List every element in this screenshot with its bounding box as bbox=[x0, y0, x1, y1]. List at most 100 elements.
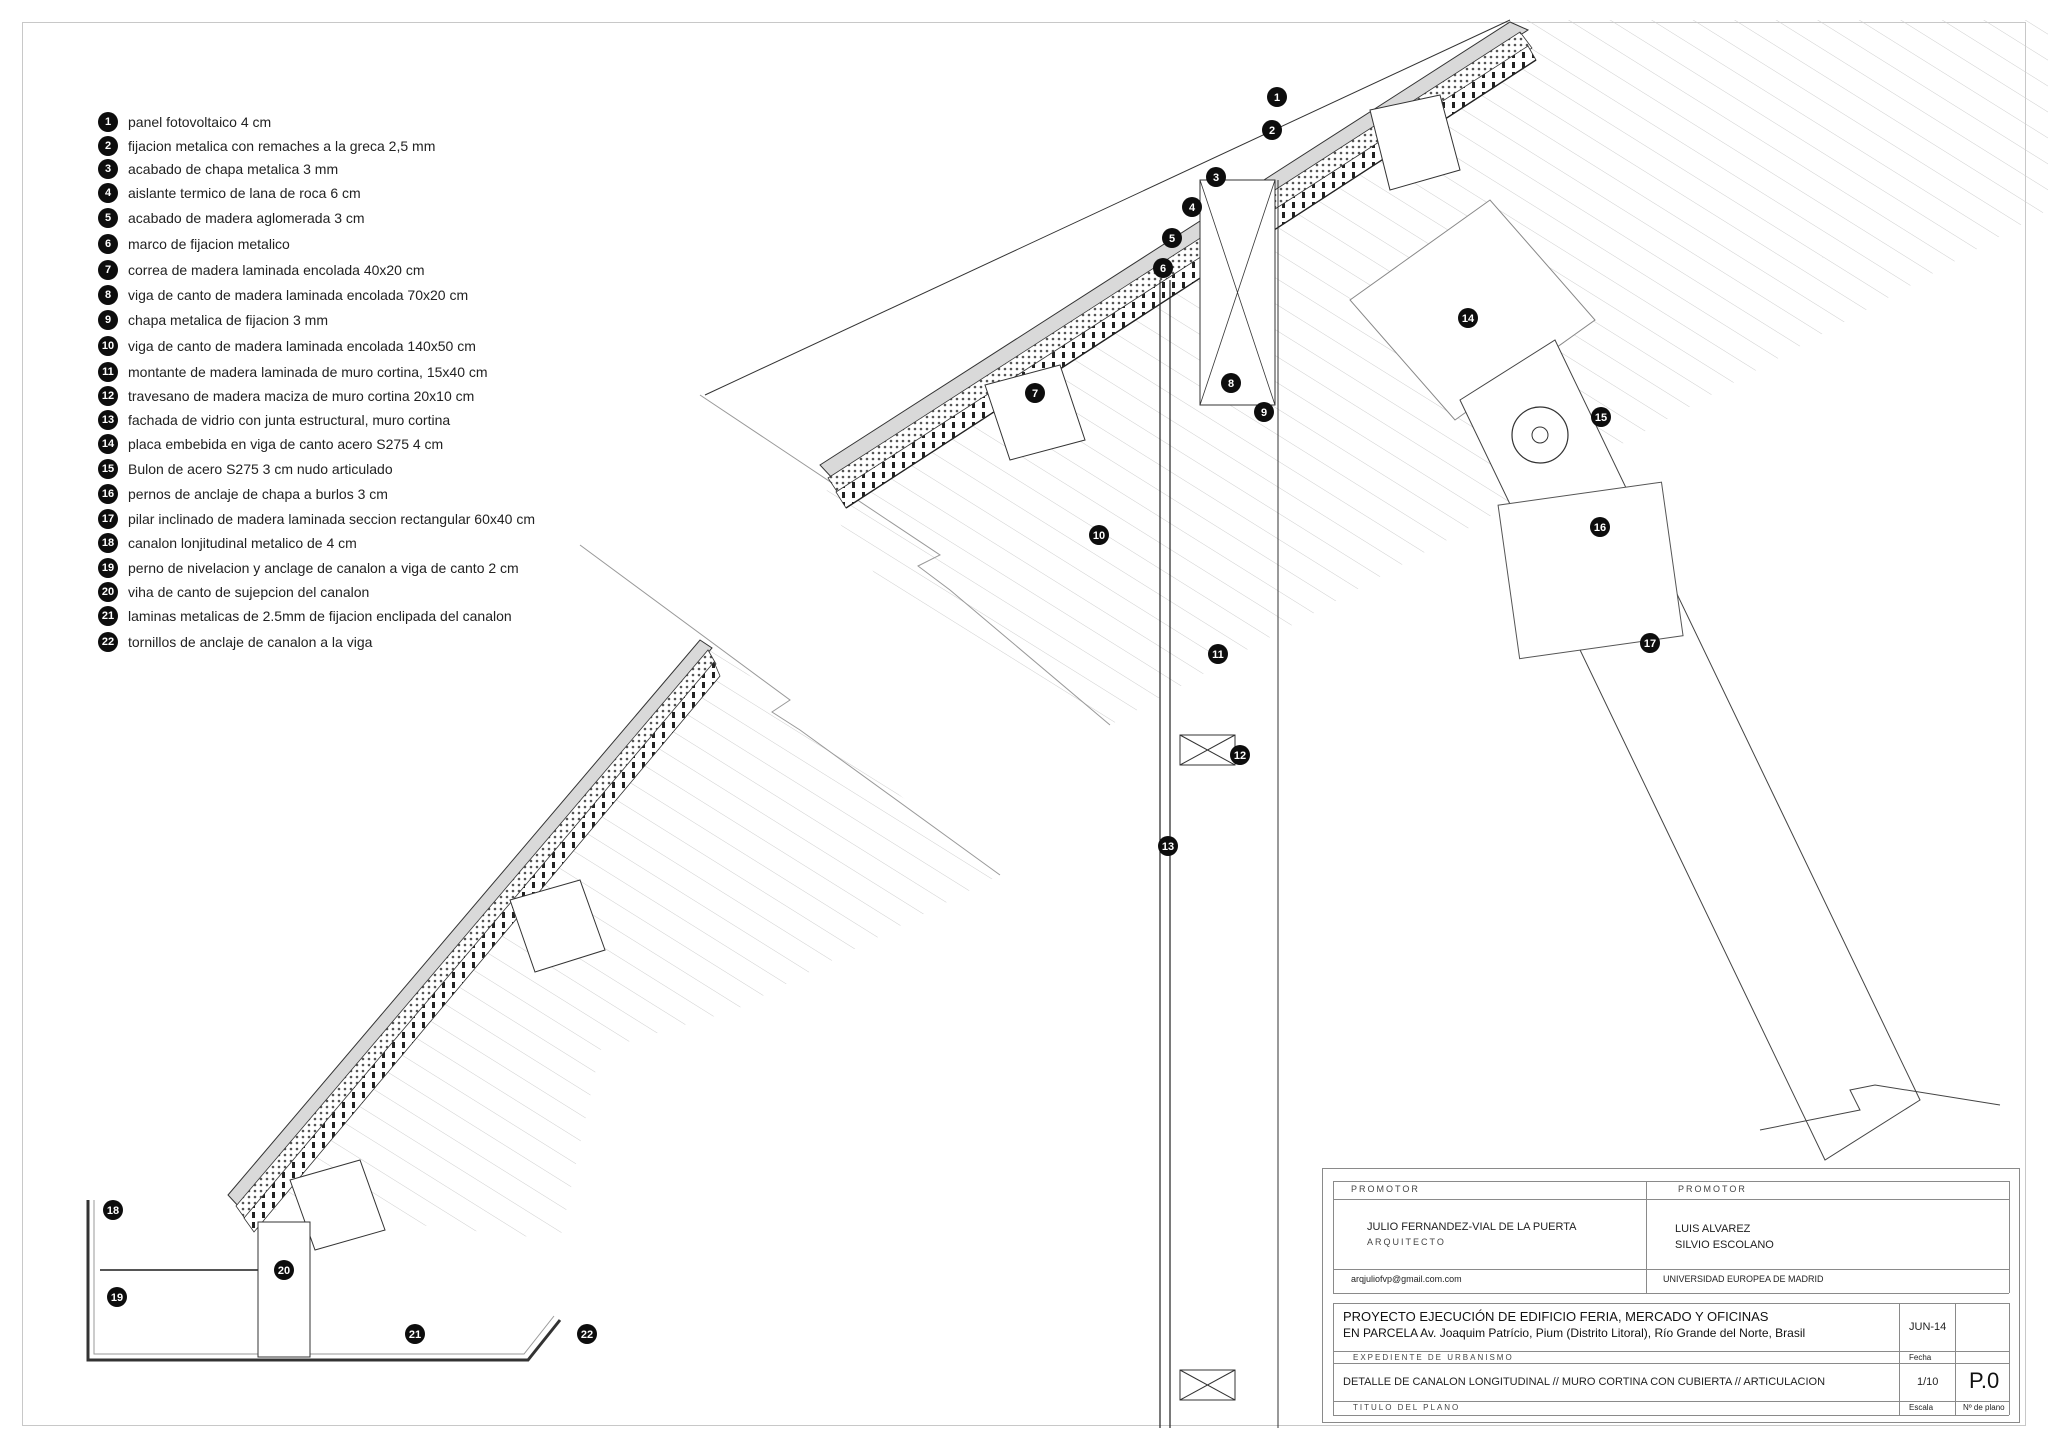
legend-text: tornillos de anclaje de canalon a la vig… bbox=[128, 634, 373, 650]
callout-dot bbox=[1590, 517, 1610, 537]
callout-dot bbox=[1162, 228, 1182, 248]
legend-text: fachada de vidrio con junta estructural,… bbox=[128, 412, 451, 428]
callout-dot bbox=[1254, 402, 1274, 422]
date: JUN-14 bbox=[1909, 1321, 1947, 1333]
legend-number-badge: 18 bbox=[98, 533, 118, 553]
architect-name: JULIO FERNANDEZ-VIAL DE LA PUERTA bbox=[1367, 1221, 1577, 1233]
legend-item: 15 Bulon de acero S275 3 cm nudo articula… bbox=[98, 455, 393, 483]
legend-text: canalon lonjitudinal metalico de 4 cm bbox=[128, 535, 357, 551]
legend-text: viga de canto de madera laminada encolad… bbox=[128, 338, 476, 354]
callout-marker: 8 bbox=[1221, 373, 1241, 393]
callout-dot bbox=[1208, 644, 1228, 664]
beam-8 bbox=[1199, 179, 1276, 406]
legend-number-badge: 5 bbox=[98, 208, 118, 228]
legend-number-badge: 4 bbox=[98, 183, 118, 203]
project-line-2: EN PARCELA Av. Joaquim Patrício, Pium (D… bbox=[1343, 1326, 1806, 1340]
promotor-name-2: SILVIO ESCOLANO bbox=[1675, 1239, 1774, 1251]
callout-label: 2 bbox=[1269, 125, 1275, 137]
callout-dot bbox=[1182, 197, 1202, 217]
callout-dot bbox=[1221, 373, 1241, 393]
callout-marker: 4 bbox=[1182, 197, 1202, 217]
callout-dot bbox=[1025, 383, 1045, 403]
callout-marker: 22 bbox=[577, 1324, 597, 1344]
legend-number-badge: 9 bbox=[98, 310, 118, 330]
callout-marker: 15 bbox=[1591, 407, 1611, 427]
callout-label: 19 bbox=[111, 1292, 123, 1304]
legend-text: laminas metalicas de 2.5mm de fijacion e… bbox=[128, 608, 512, 624]
legend-item: 8 viga de canto de madera laminada encola… bbox=[98, 281, 468, 309]
callout-label: 7 bbox=[1032, 388, 1038, 400]
expediente-label: EXPEDIENTE DE URBANISMO bbox=[1353, 1353, 1514, 1362]
callout-marker: 19 bbox=[107, 1287, 127, 1307]
callout-label: 8 bbox=[1228, 378, 1234, 390]
callout-dot bbox=[1458, 308, 1478, 328]
legend-text: viga de canto de madera laminada encolad… bbox=[128, 287, 469, 303]
legend-number-badge: 22 bbox=[98, 632, 118, 652]
legend-text: placa embebida en viga de canto acero S2… bbox=[128, 436, 444, 452]
callout-marker: 7 bbox=[1025, 383, 1045, 403]
callout-marker: 9 bbox=[1254, 402, 1274, 422]
callout-marker: 6 bbox=[1153, 258, 1173, 278]
legend-text: fijacion metalica con remaches a la grec… bbox=[128, 138, 436, 154]
purlin-brackets bbox=[289, 94, 1461, 1251]
callout-dot bbox=[1230, 745, 1250, 765]
callout-dot bbox=[274, 1260, 294, 1280]
callout-label: 3 bbox=[1213, 172, 1219, 184]
callout-label: 5 bbox=[1169, 233, 1175, 245]
legend-text: pilar inclinado de madera laminada secci… bbox=[128, 511, 536, 527]
callout-dot bbox=[1206, 167, 1226, 187]
legend-item: 9 chapa metalica de fijacion 3 mm bbox=[98, 306, 328, 334]
callout-label: 6 bbox=[1160, 263, 1166, 275]
callout-marker: 11 bbox=[1208, 644, 1228, 664]
legend-item: 5 acabado de madera aglomerada 3 cm bbox=[98, 204, 365, 232]
promotor-name-1: LUIS ALVAREZ bbox=[1675, 1223, 1751, 1235]
legend-item: 14 placa embebida en viga de canto acero … bbox=[98, 430, 443, 458]
project-line-1: PROYECTO EJECUCIÓN DE EDIFICIO FERIA, ME… bbox=[1343, 1309, 1769, 1324]
callout-label: 13 bbox=[1162, 841, 1174, 853]
callout-dot bbox=[1640, 633, 1660, 653]
callout-marker: 16 bbox=[1590, 517, 1610, 537]
legend-number-badge: 21 bbox=[98, 606, 118, 626]
legend-number-badge: 7 bbox=[98, 260, 118, 280]
callout-dot bbox=[107, 1287, 127, 1307]
legend-number-badge: 14 bbox=[98, 434, 118, 454]
email: arqjuliofvp@gmail.com.com bbox=[1351, 1274, 1462, 1284]
university: UNIVERSIDAD EUROPEA DE MADRID bbox=[1663, 1274, 1824, 1284]
callout-dot bbox=[1153, 258, 1173, 278]
legend-text: perno de nivelacion y anclage de canalon… bbox=[128, 560, 519, 576]
legend-item: 22 tornillos de anclaje de canalon a la v… bbox=[98, 628, 372, 656]
callout-dot bbox=[1158, 836, 1178, 856]
legend-text: Bulon de acero S275 3 cm nudo articulado bbox=[128, 461, 393, 477]
legend-text: chapa metalica de fijacion 3 mm bbox=[128, 312, 328, 328]
legend-text: acabado de madera aglomerada 3 cm bbox=[128, 210, 365, 226]
legend-number-badge: 10 bbox=[98, 336, 118, 356]
inclined-column-17 bbox=[1459, 339, 2001, 1161]
plan-title: DETALLE DE CANALON LONGITUDINAL // MURO … bbox=[1343, 1376, 1826, 1388]
callout-label: 15 bbox=[1595, 412, 1607, 424]
sheet-border bbox=[22, 22, 2026, 1426]
callout-marker: 10 bbox=[1089, 525, 1109, 545]
plan-number: P.0 bbox=[1969, 1368, 2000, 1393]
callout-label: 9 bbox=[1261, 407, 1267, 419]
callout-dot bbox=[577, 1324, 597, 1344]
callout-label: 20 bbox=[278, 1265, 290, 1277]
gutter-18 bbox=[86, 1200, 562, 1362]
callout-dot bbox=[405, 1324, 425, 1344]
callout-marker: 1 bbox=[1267, 87, 1287, 107]
callout-marker: 17 bbox=[1640, 633, 1660, 653]
legend-number-badge: 8 bbox=[98, 285, 118, 305]
legend-number-badge: 15 bbox=[98, 459, 118, 479]
legend-text: panel fotovoltaico 4 cm bbox=[128, 114, 272, 130]
callout-label: 22 bbox=[581, 1329, 593, 1341]
